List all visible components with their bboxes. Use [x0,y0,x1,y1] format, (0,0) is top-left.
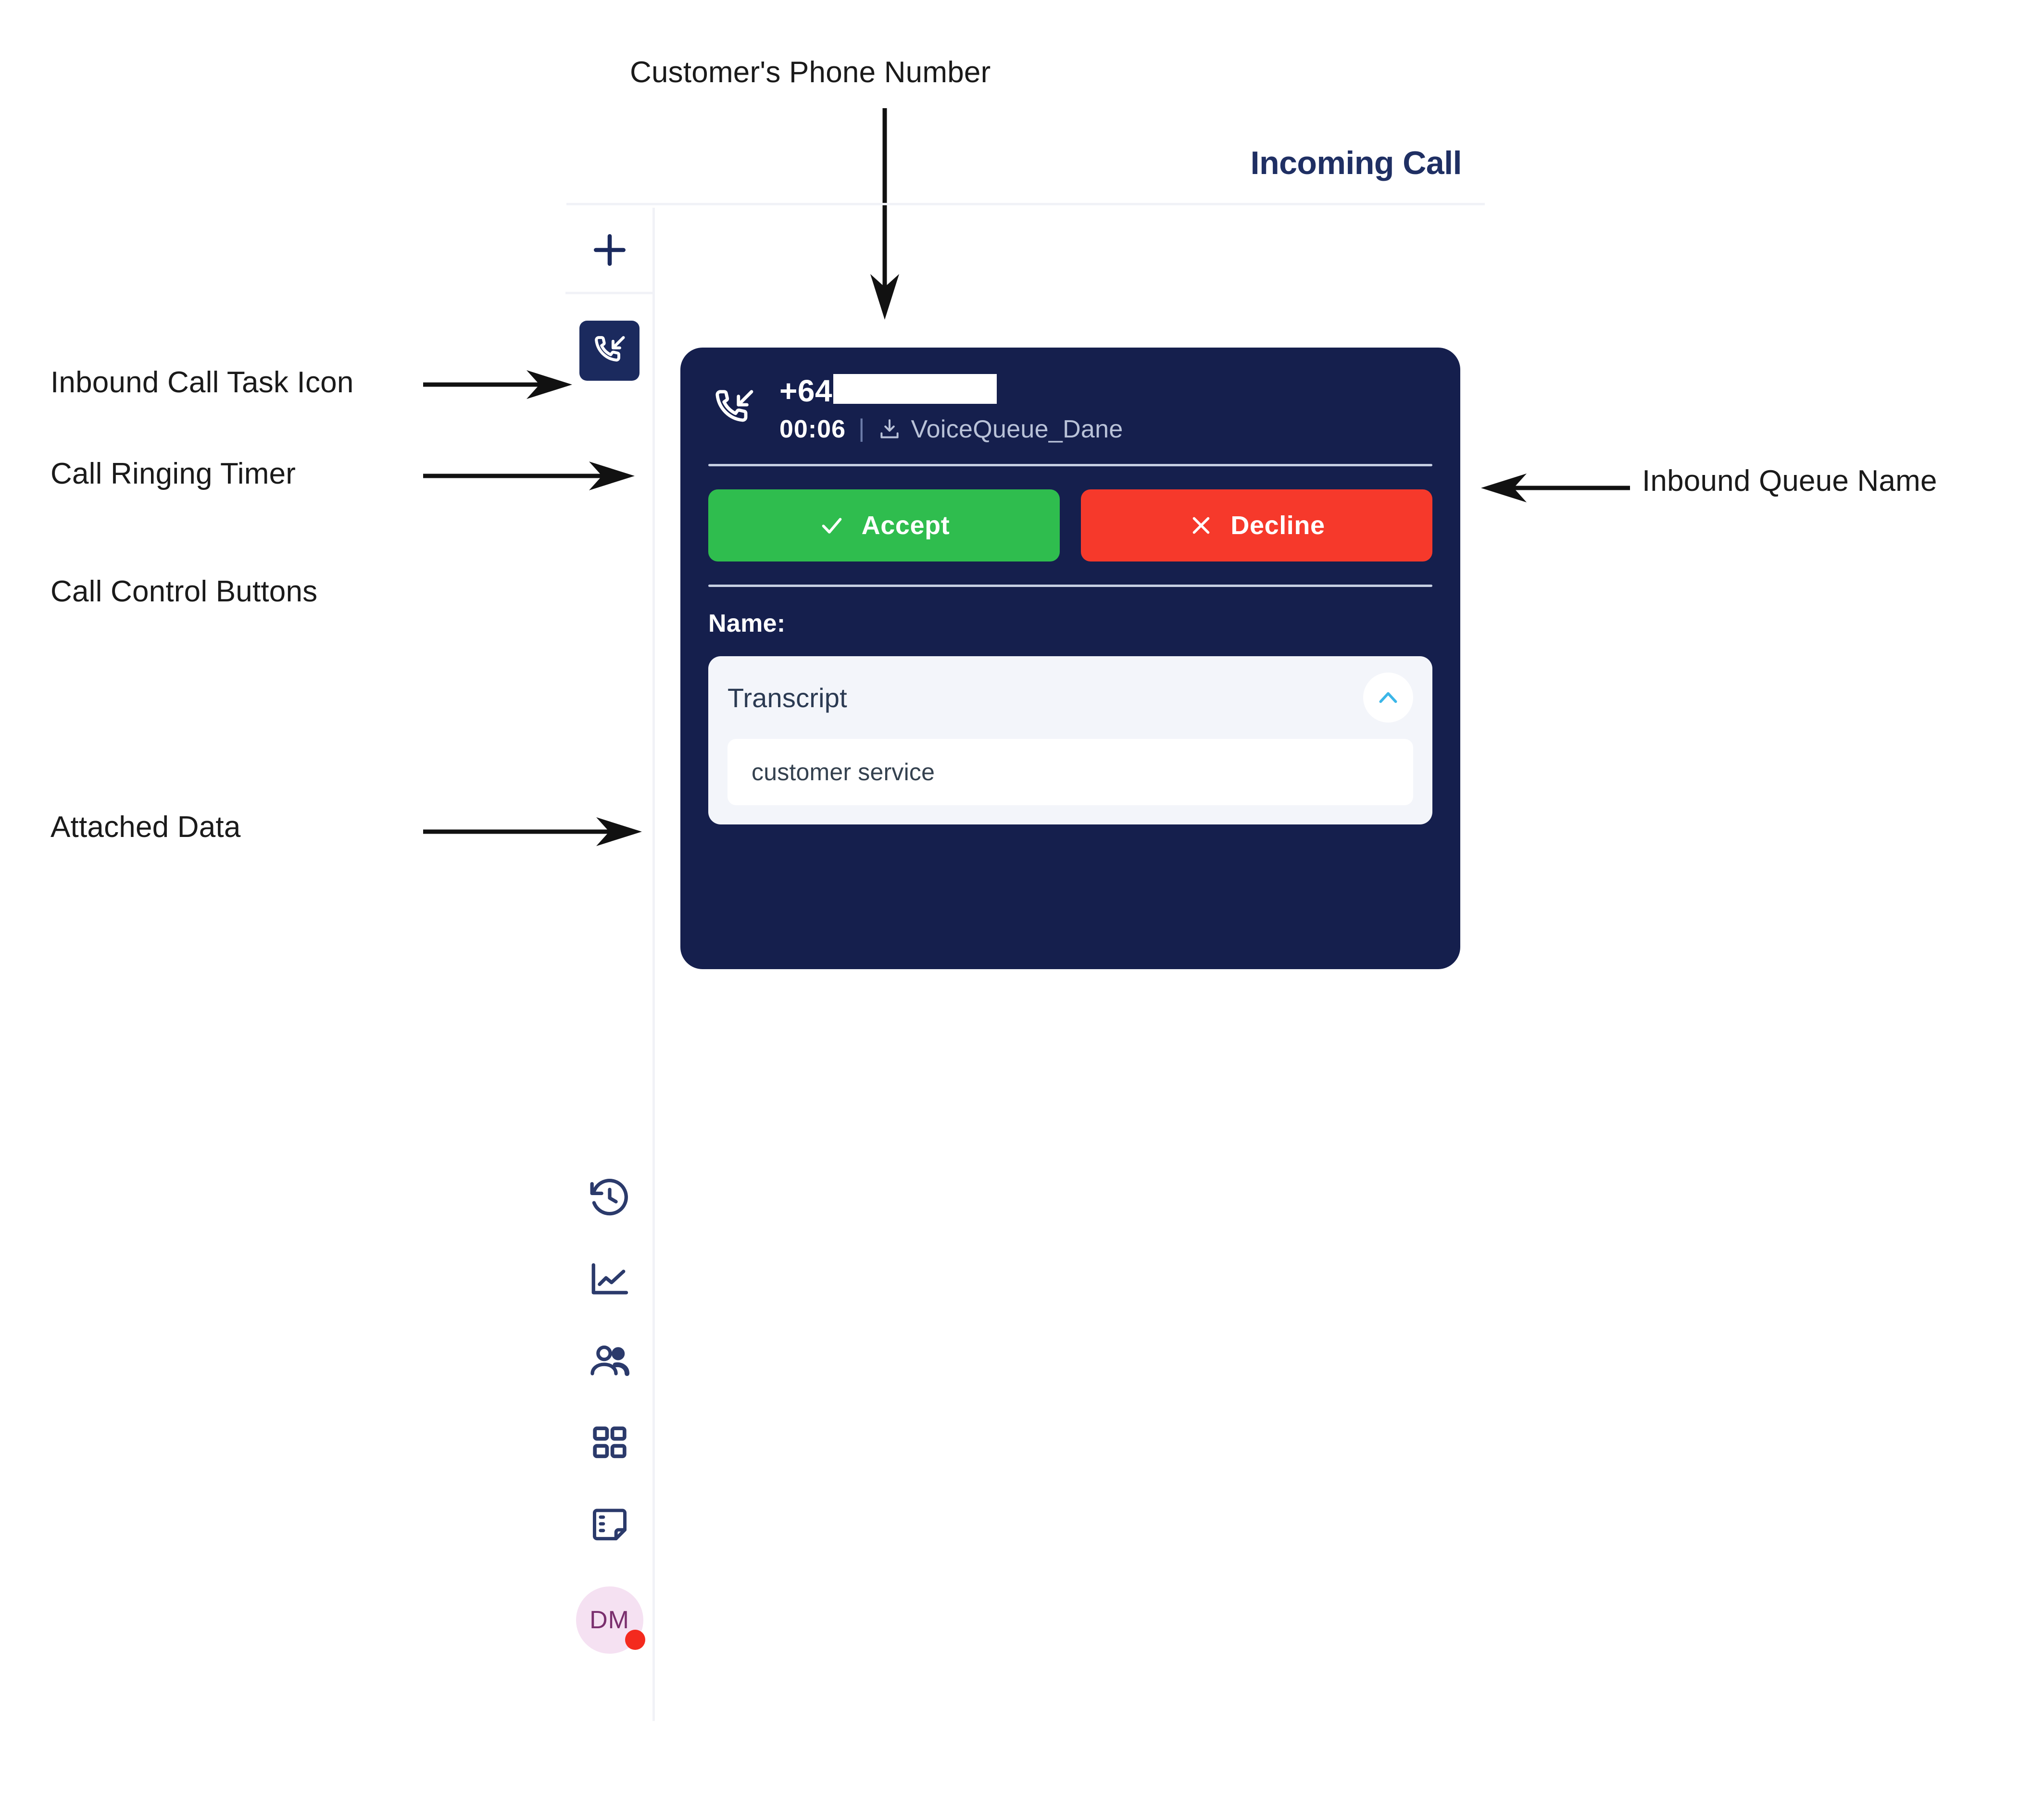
call-control-buttons: Accept Decline [701,466,1440,561]
call-ringing-timer: 00:06 [779,415,846,443]
attached-data-value[interactable]: customer service [727,739,1413,805]
avatar-container[interactable]: DM [576,1586,645,1654]
annotation-label-call-ringing-timer: Call Ringing Timer [50,457,296,490]
sidebar-nav [581,1172,639,1586]
collapse-transcript-button[interactable] [1363,673,1413,723]
inbound-queue-icon [878,417,902,441]
annotation-label-customer-phone-number: Customer's Phone Number [630,56,991,89]
annotation-arrow-customer-phone-number [865,108,904,320]
inbound-queue-name: VoiceQueue_Dane [911,415,1123,443]
plus-icon [589,229,630,271]
line-chart-icon [588,1258,632,1302]
attached-data-header: Transcript [727,673,1413,723]
call-meta-row: 00:06 | VoiceQueue_Dane [779,414,1123,443]
sidebar-item-analytics[interactable] [581,1254,639,1306]
notes-directory-icon [589,1504,631,1546]
call-header: +64 00:06 | VoiceQueue_Dane [701,348,1440,442]
meta-separator: | [858,414,865,442]
page-title: Incoming Call [1250,145,1462,181]
decline-button[interactable]: Decline [1081,489,1432,561]
phone-number-prefix: +64 [779,374,833,408]
x-icon [1188,512,1214,538]
inbound-call-icon [711,386,757,432]
divider-bottom [708,585,1432,587]
annotation-label-attached-data: Attached Data [50,811,241,844]
sidebar-item-history[interactable] [581,1172,639,1224]
annotation-label-inbound-call-task-icon: Inbound Call Task Icon [50,366,354,399]
attached-data-title: Transcript [727,682,847,713]
sidebar-item-apps[interactable] [581,1417,639,1469]
add-task-button[interactable] [565,208,654,294]
contacts-people-icon [588,1339,632,1384]
sidebar-item-contacts[interactable] [581,1335,639,1387]
sidebar-item-inbound-call-task[interactable] [579,321,640,381]
phone-number-redaction [833,374,997,404]
divider-top [708,464,1432,466]
app-header: Incoming Call [566,139,1485,205]
attached-data-panel: Transcript customer service [708,656,1432,824]
inbound-call-icon [591,333,628,369]
avatar[interactable]: DM [576,1586,643,1654]
accept-button-label: Accept [861,511,950,540]
decline-button-label: Decline [1230,511,1325,540]
annotation-arrow-attached-data [423,812,642,851]
annotation-arrow-inbound-call-task-icon [423,365,572,404]
customer-phone-number: +64 [779,374,1123,408]
annotation-label-call-control-buttons: Call Control Buttons [50,575,318,608]
sidebar: DM [565,208,655,1721]
chevron-up-icon [1374,684,1402,711]
incoming-call-card: +64 00:06 | VoiceQueue_Dane [680,348,1460,969]
accept-button[interactable]: Accept [708,489,1060,561]
annotation-arrow-call-ringing-timer [423,457,635,495]
status-badge [625,1630,645,1650]
name-field-label: Name: [708,610,786,637]
apps-grid-icon [589,1423,630,1463]
history-clock-icon [588,1176,632,1220]
annotation-arrow-inbound-queue-name [1481,469,1630,507]
check-icon [818,512,845,539]
sidebar-item-notes[interactable] [581,1499,639,1551]
annotation-label-inbound-queue-name: Inbound Queue Name [1642,464,1937,498]
